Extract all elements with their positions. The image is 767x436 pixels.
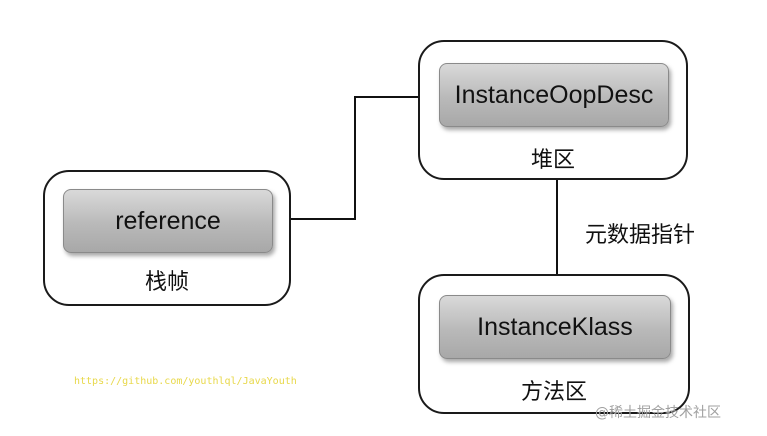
heap-area-caption: 堆区	[530, 148, 575, 173]
method-area-caption: 方法区	[520, 380, 587, 405]
instance-klass-label: InstanceKlass	[477, 312, 633, 341]
reference-box: reference	[63, 189, 273, 253]
reference-label: reference	[115, 206, 221, 235]
method-area-box: InstanceKlass 方法区	[418, 274, 690, 414]
instance-klass-box: InstanceKlass	[439, 295, 671, 359]
stack-frame-caption: 栈帧	[144, 270, 189, 295]
site-watermark: @稀土掘金技术社区	[595, 405, 721, 421]
heap-area-box: InstanceOopDesc 堆区	[418, 40, 688, 180]
instance-oop-desc-box: InstanceOopDesc	[439, 63, 669, 127]
reference-to-heap-arrow	[272, 92, 436, 220]
instance-oop-desc-label: InstanceOopDesc	[454, 80, 654, 109]
github-url-watermark: https://github.com/youthlql/JavaYouth	[74, 376, 297, 387]
metadata-pointer-label: 元数据指针	[585, 223, 696, 248]
stack-frame-box: reference 栈帧	[43, 170, 291, 306]
